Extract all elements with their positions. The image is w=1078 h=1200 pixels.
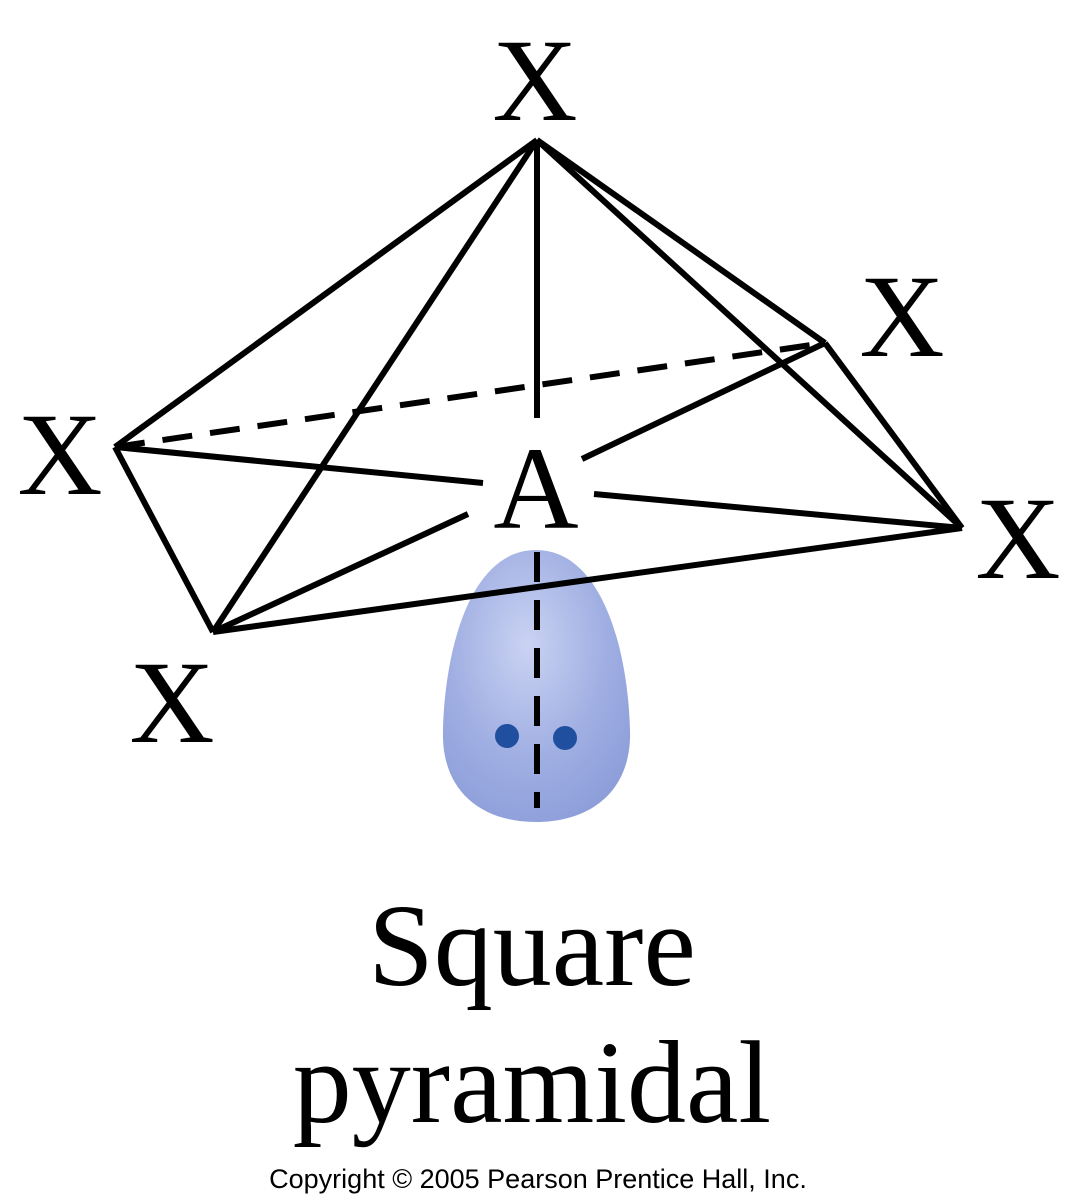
bond-left: [114, 444, 484, 486]
lone-pair: [442, 550, 631, 822]
edge-left-backright-dashed: [114, 340, 826, 450]
bond-frontleft: [211, 511, 470, 635]
lone-pair-electron-right: [553, 726, 577, 750]
atom-label-top: X: [492, 15, 577, 146]
edge-frontleft-right: [212, 525, 963, 635]
lone-pair-lobe: [442, 550, 631, 822]
caption-line-1: Square: [368, 880, 696, 1011]
edge-left-frontleft: [112, 445, 216, 634]
edge-top-frontleft: [210, 138, 540, 634]
edge-top-left: [113, 137, 539, 450]
lone-pair-electron-left: [495, 724, 519, 748]
bond-right: [593, 491, 963, 531]
copyright-notice: Copyright © 2005 Pearson Prentice Hall, …: [269, 1164, 807, 1194]
edge-top-backright: [535, 137, 827, 346]
caption-line-2: pyramidal: [293, 1017, 771, 1148]
central-atom-label: A: [493, 423, 578, 554]
bond-backright: [580, 340, 827, 462]
atom-label-right: X: [975, 473, 1060, 604]
edge-backright-right: [822, 341, 965, 530]
atom-label-front-left: X: [129, 637, 214, 768]
atom-label-left: X: [17, 389, 102, 520]
pyramid-edges: [112, 137, 965, 808]
atom-label-back-right: X: [859, 251, 944, 382]
edge-top-right: [534, 137, 965, 531]
